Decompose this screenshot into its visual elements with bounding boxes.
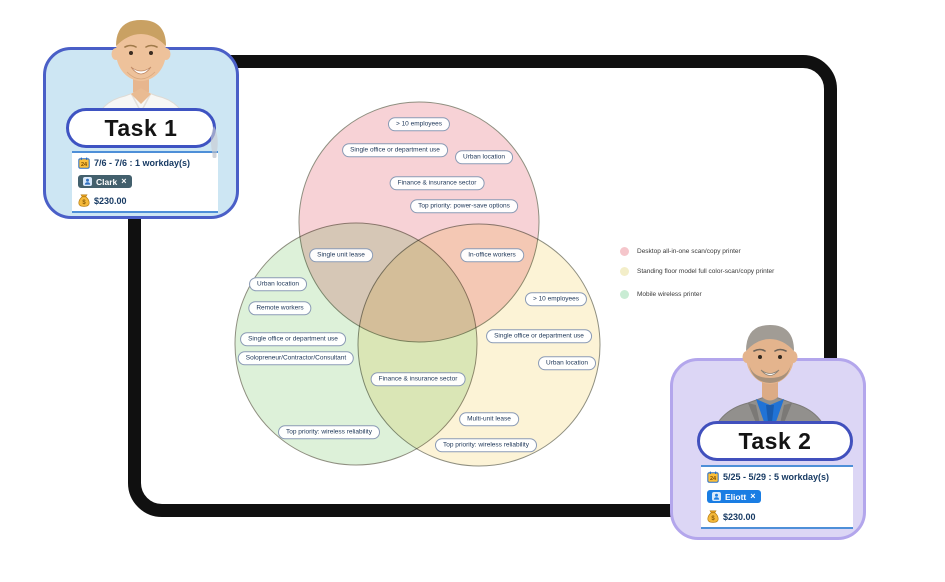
venn-label-pill[interactable]: > 10 employees	[524, 292, 588, 306]
money-bag-icon: $	[78, 194, 90, 207]
task2-info-box: 24 5/25 - 5/29 : 5 workday(s) Eliott × $	[701, 465, 853, 529]
venn-label-pill[interactable]: Single office or department use	[486, 329, 592, 343]
task2-title: Task 2	[738, 427, 812, 454]
venn-circle-floor-printer[interactable]	[357, 223, 601, 467]
task1-schedule-row: 24 7/6 - 7/6 : 1 workday(s)	[78, 157, 212, 169]
venn-label-pill[interactable]: Multi-unit lease	[459, 412, 519, 426]
task2-assignee-row: Eliott ×	[707, 490, 847, 503]
task2-assignee-name: Eliott	[725, 491, 747, 502]
legend-dot-yellow-icon	[620, 267, 629, 276]
task2-schedule-row: 24 5/25 - 5/29 : 5 workday(s)	[707, 471, 847, 483]
legend-dot-pink-icon	[620, 247, 629, 256]
task2-remove-assignee-button[interactable]: ×	[750, 491, 756, 501]
legend-label: Mobile wireless printer	[637, 291, 702, 298]
task2-title-pill[interactable]: Task 2	[697, 421, 853, 461]
venn-label-pill[interactable]: Top priority: wireless reliability	[278, 425, 380, 439]
svg-text:$: $	[711, 516, 715, 522]
legend-label: Standing floor model full color-scan/cop…	[637, 268, 775, 275]
calendar-icon: 24	[707, 471, 719, 483]
svg-text:24: 24	[710, 476, 717, 482]
svg-text:24: 24	[81, 162, 88, 168]
task1-title: Task 1	[104, 114, 178, 141]
legend-item: Standing floor model full color-scan/cop…	[620, 267, 774, 276]
venn-label-pill[interactable]: Urban location	[455, 150, 513, 164]
pen-cursor-icon	[210, 126, 218, 158]
venn-label-pill[interactable]: Top priority: wireless reliability	[435, 438, 537, 452]
task2-cost-row: $ $230.00	[707, 510, 847, 523]
venn-label-pill[interactable]: Single unit lease	[309, 248, 373, 262]
task2-assignee-chip[interactable]: Eliott ×	[707, 490, 761, 503]
venn-label-pill[interactable]: Remote workers	[248, 301, 312, 315]
task1-schedule: 7/6 - 7/6 : 1 workday(s)	[94, 158, 191, 168]
svg-text:$: $	[82, 200, 86, 206]
task1-assignee-row: Clark ×	[78, 175, 212, 188]
legend-dot-green-icon	[620, 290, 629, 299]
venn-label-pill[interactable]: > 10 employees	[387, 117, 451, 131]
venn-label-pill[interactable]: Top priority: power-save options	[410, 199, 518, 213]
task2-card: Task 2 24 5/25 - 5/29 : 5 workday(s) Eli…	[670, 325, 866, 540]
venn-label-pill[interactable]: Urban location	[538, 356, 596, 370]
person-icon	[83, 177, 92, 186]
task1-remove-assignee-button[interactable]: ×	[121, 176, 127, 186]
calendar-icon: 24	[78, 157, 90, 169]
legend-item: Mobile wireless printer	[620, 290, 702, 299]
venn-label-pill[interactable]: Urban location	[249, 277, 307, 291]
task1-info-box: 24 7/6 - 7/6 : 1 workday(s) Clark × $	[72, 151, 218, 213]
task1-cost-row: $ $230.00	[78, 194, 212, 207]
venn-label-pill[interactable]: Finance & insurance sector	[389, 176, 485, 190]
venn-label-pill[interactable]: Single office or department use	[240, 332, 346, 346]
legend-label: Desktop all-in-one scan/copy printer	[637, 248, 741, 255]
person-icon	[712, 492, 721, 501]
venn-label-pill[interactable]: Finance & insurance sector	[370, 372, 466, 386]
venn-label-pill[interactable]: In-office workers	[460, 248, 524, 262]
venn-label-pill[interactable]: Solopreneur/Contractor/Consultant	[237, 351, 355, 365]
legend-item: Desktop all-in-one scan/copy printer	[620, 247, 741, 256]
money-bag-icon: $	[707, 510, 719, 523]
task2-schedule: 5/25 - 5/29 : 5 workday(s)	[723, 472, 830, 482]
venn-label-pill[interactable]: Single office or department use	[342, 143, 448, 157]
task2-cost: $230.00	[723, 511, 756, 522]
task1-title-pill[interactable]: Task 1	[66, 108, 216, 148]
task1-cost: $230.00	[94, 195, 127, 206]
task1-assignee-name: Clark	[96, 176, 118, 187]
task1-assignee-chip[interactable]: Clark ×	[78, 175, 132, 188]
